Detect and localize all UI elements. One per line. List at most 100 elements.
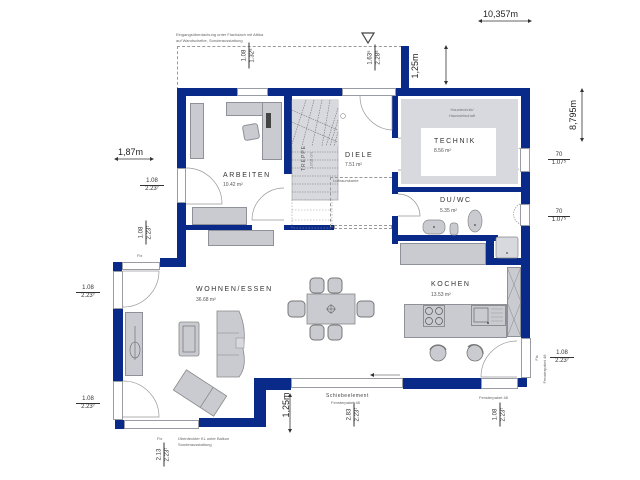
window-east-technik (520, 148, 530, 172)
kitchen-wall-cabinets (400, 243, 486, 265)
opening-top-entrance: 1.63⁵ 2.28⁵ (367, 44, 383, 71)
left-offset-dimension: 1,87m (118, 147, 143, 157)
wall-south-jog-vertical (254, 378, 266, 427)
opening-width: 1.08 (241, 42, 250, 69)
opening-width: 1.08 (138, 220, 147, 245)
luftraum-label: Luftraumkante (333, 178, 359, 184)
kitchen-island (404, 304, 507, 338)
wall-entrance-pier (401, 46, 409, 96)
door-swing-kitchen (480, 340, 518, 378)
door-swing-arbeiten (251, 187, 285, 221)
stair-handrail-icon (340, 113, 346, 119)
technik-sub-line2: Hauswirtschaft (448, 113, 476, 118)
door-swing-wohnen-west-upper (122, 270, 160, 308)
wall-east-lower (521, 226, 530, 338)
opening-height: 2.23⁷ (164, 447, 171, 462)
balcony-note-line2: Sonderausstattung (178, 442, 212, 447)
window-east-duwc (520, 204, 530, 226)
wall-west-arbeiten-upper (177, 88, 186, 168)
wall-shower-side (486, 235, 494, 265)
wall-duwc-kitchen (398, 235, 498, 241)
opening-height: 2.23⁷ (500, 407, 507, 422)
fix-label-east: Fix (534, 355, 539, 361)
opening-left-wohnen-door: 1.08 2.23⁷ (76, 285, 100, 300)
wall-east-mid (521, 172, 530, 204)
opening-width: 1.08 (492, 402, 501, 427)
entrance-marker-icon (360, 32, 376, 45)
top-offset-dimension: 1,25m (410, 46, 420, 86)
entrance-canopy-note: Eingangsüberdachung unter Flachdach mit … (176, 32, 263, 44)
opening-width: 1.08 (76, 285, 100, 293)
opening-width: 1.08 (140, 178, 164, 186)
room-wohnen-area: 36.68 m² (196, 297, 216, 303)
overall-width-label: 10,357m (483, 9, 519, 19)
left-offset-arrow-icon (114, 157, 154, 161)
door-swing-arbeiten-west (185, 167, 223, 205)
window-east-kitchen (521, 338, 531, 378)
room-kochen-name: KOCHEN (431, 281, 471, 288)
technik-sub-label: Haustechnik/ Hauswirtschaft (436, 107, 488, 119)
wall-east-upper (521, 88, 530, 148)
wall-technik-duwc (398, 187, 521, 192)
shower-tray-icon (495, 236, 519, 259)
wall-south-jog-horizontal (254, 378, 291, 390)
bar-stool-right-icon (466, 344, 484, 362)
wall-arbeiten-diele (284, 96, 292, 174)
overall-width-dimension: 10,357m (483, 9, 518, 19)
top-offset-label: 1,25m (410, 53, 420, 79)
opening-height: 1.07⁵ (551, 217, 567, 223)
stair-label-text: TREPPE (301, 145, 307, 172)
sliding-element-text: Schiebeelement (326, 393, 369, 399)
overall-depth-arrow-icon (580, 88, 584, 142)
fensterpaket-kitchen-east: Fensterpaket 48 (542, 354, 547, 384)
wall-diele-technik-upper (392, 96, 398, 138)
balcony-note-line1: Überdeckter KL unter Balkon (178, 436, 230, 441)
opening-left-wohnen-upper: 1.08 2.23⁷ (138, 220, 154, 245)
room-duwc-area: 5.35 m² (440, 208, 457, 214)
room-wohnen-name: WOHNEN/ESSEN (196, 286, 273, 293)
bar-stool-left-icon (429, 344, 447, 362)
wall-wohnen-north-left (160, 258, 186, 267)
wall-north-mid (268, 88, 342, 96)
opening-width: 2.13 (156, 442, 165, 467)
laptop (266, 113, 271, 128)
window-top-arbeiten (237, 88, 268, 96)
kitchen-tall-cabinet-cross-icon (506, 266, 522, 338)
window-south-kitchen (481, 378, 518, 389)
wall-diele-duwc (392, 216, 398, 244)
overall-depth-dimension: 8,795m (568, 95, 578, 135)
window-west-arbeiten (177, 168, 186, 203)
bottom-offset-arrow-icon (288, 393, 292, 433)
fensterpaket-kitchen-bottom: Fensterpaket 48 (479, 395, 508, 400)
opening-width: 1.63⁵ (367, 44, 376, 71)
staircase-icon (291, 99, 339, 229)
opening-height: 2.23⁷ (81, 293, 95, 299)
sofa-icon (216, 310, 245, 378)
luftraum-label-text: Luftraumkante (333, 178, 359, 183)
window-south-left (124, 420, 199, 429)
opening-width: 1.08 (76, 396, 100, 404)
kitchen-tall-cabinets (507, 267, 521, 337)
stair-label: TREPPE (301, 138, 307, 178)
sideboard-wohnen (208, 230, 274, 246)
sideboard-arbeiten (192, 207, 247, 225)
opening-height: 2.23⁷ (145, 186, 159, 192)
wall-south-right (403, 378, 481, 389)
shelf-arbeiten (190, 103, 204, 159)
window-swing-duwc (513, 203, 521, 225)
sink-icon (471, 305, 506, 326)
technik-open-area (421, 128, 496, 176)
lounge-chair-icon (172, 369, 228, 417)
overall-depth-label: 8,795m (568, 99, 578, 131)
window-wohnen-west-upper (113, 271, 123, 309)
room-arbeiten-name: ARBEITEN (223, 172, 271, 179)
fensterpaket-sliding: Fensterpaket 48 (331, 400, 360, 405)
opening-height: 2.28⁵ (375, 50, 382, 65)
opening-width: 1.08 (550, 350, 574, 358)
room-technik-area: 8.56 m² (434, 148, 451, 154)
opening-width: 70 (548, 209, 570, 217)
wall-south-left (199, 418, 266, 427)
technik-sub-line1: Haustechnik/ (450, 107, 474, 112)
sliding-direction-arrow-icon (370, 373, 400, 377)
opening-left-wohnen-lower: 1.08 2.23⁷ (76, 396, 100, 411)
